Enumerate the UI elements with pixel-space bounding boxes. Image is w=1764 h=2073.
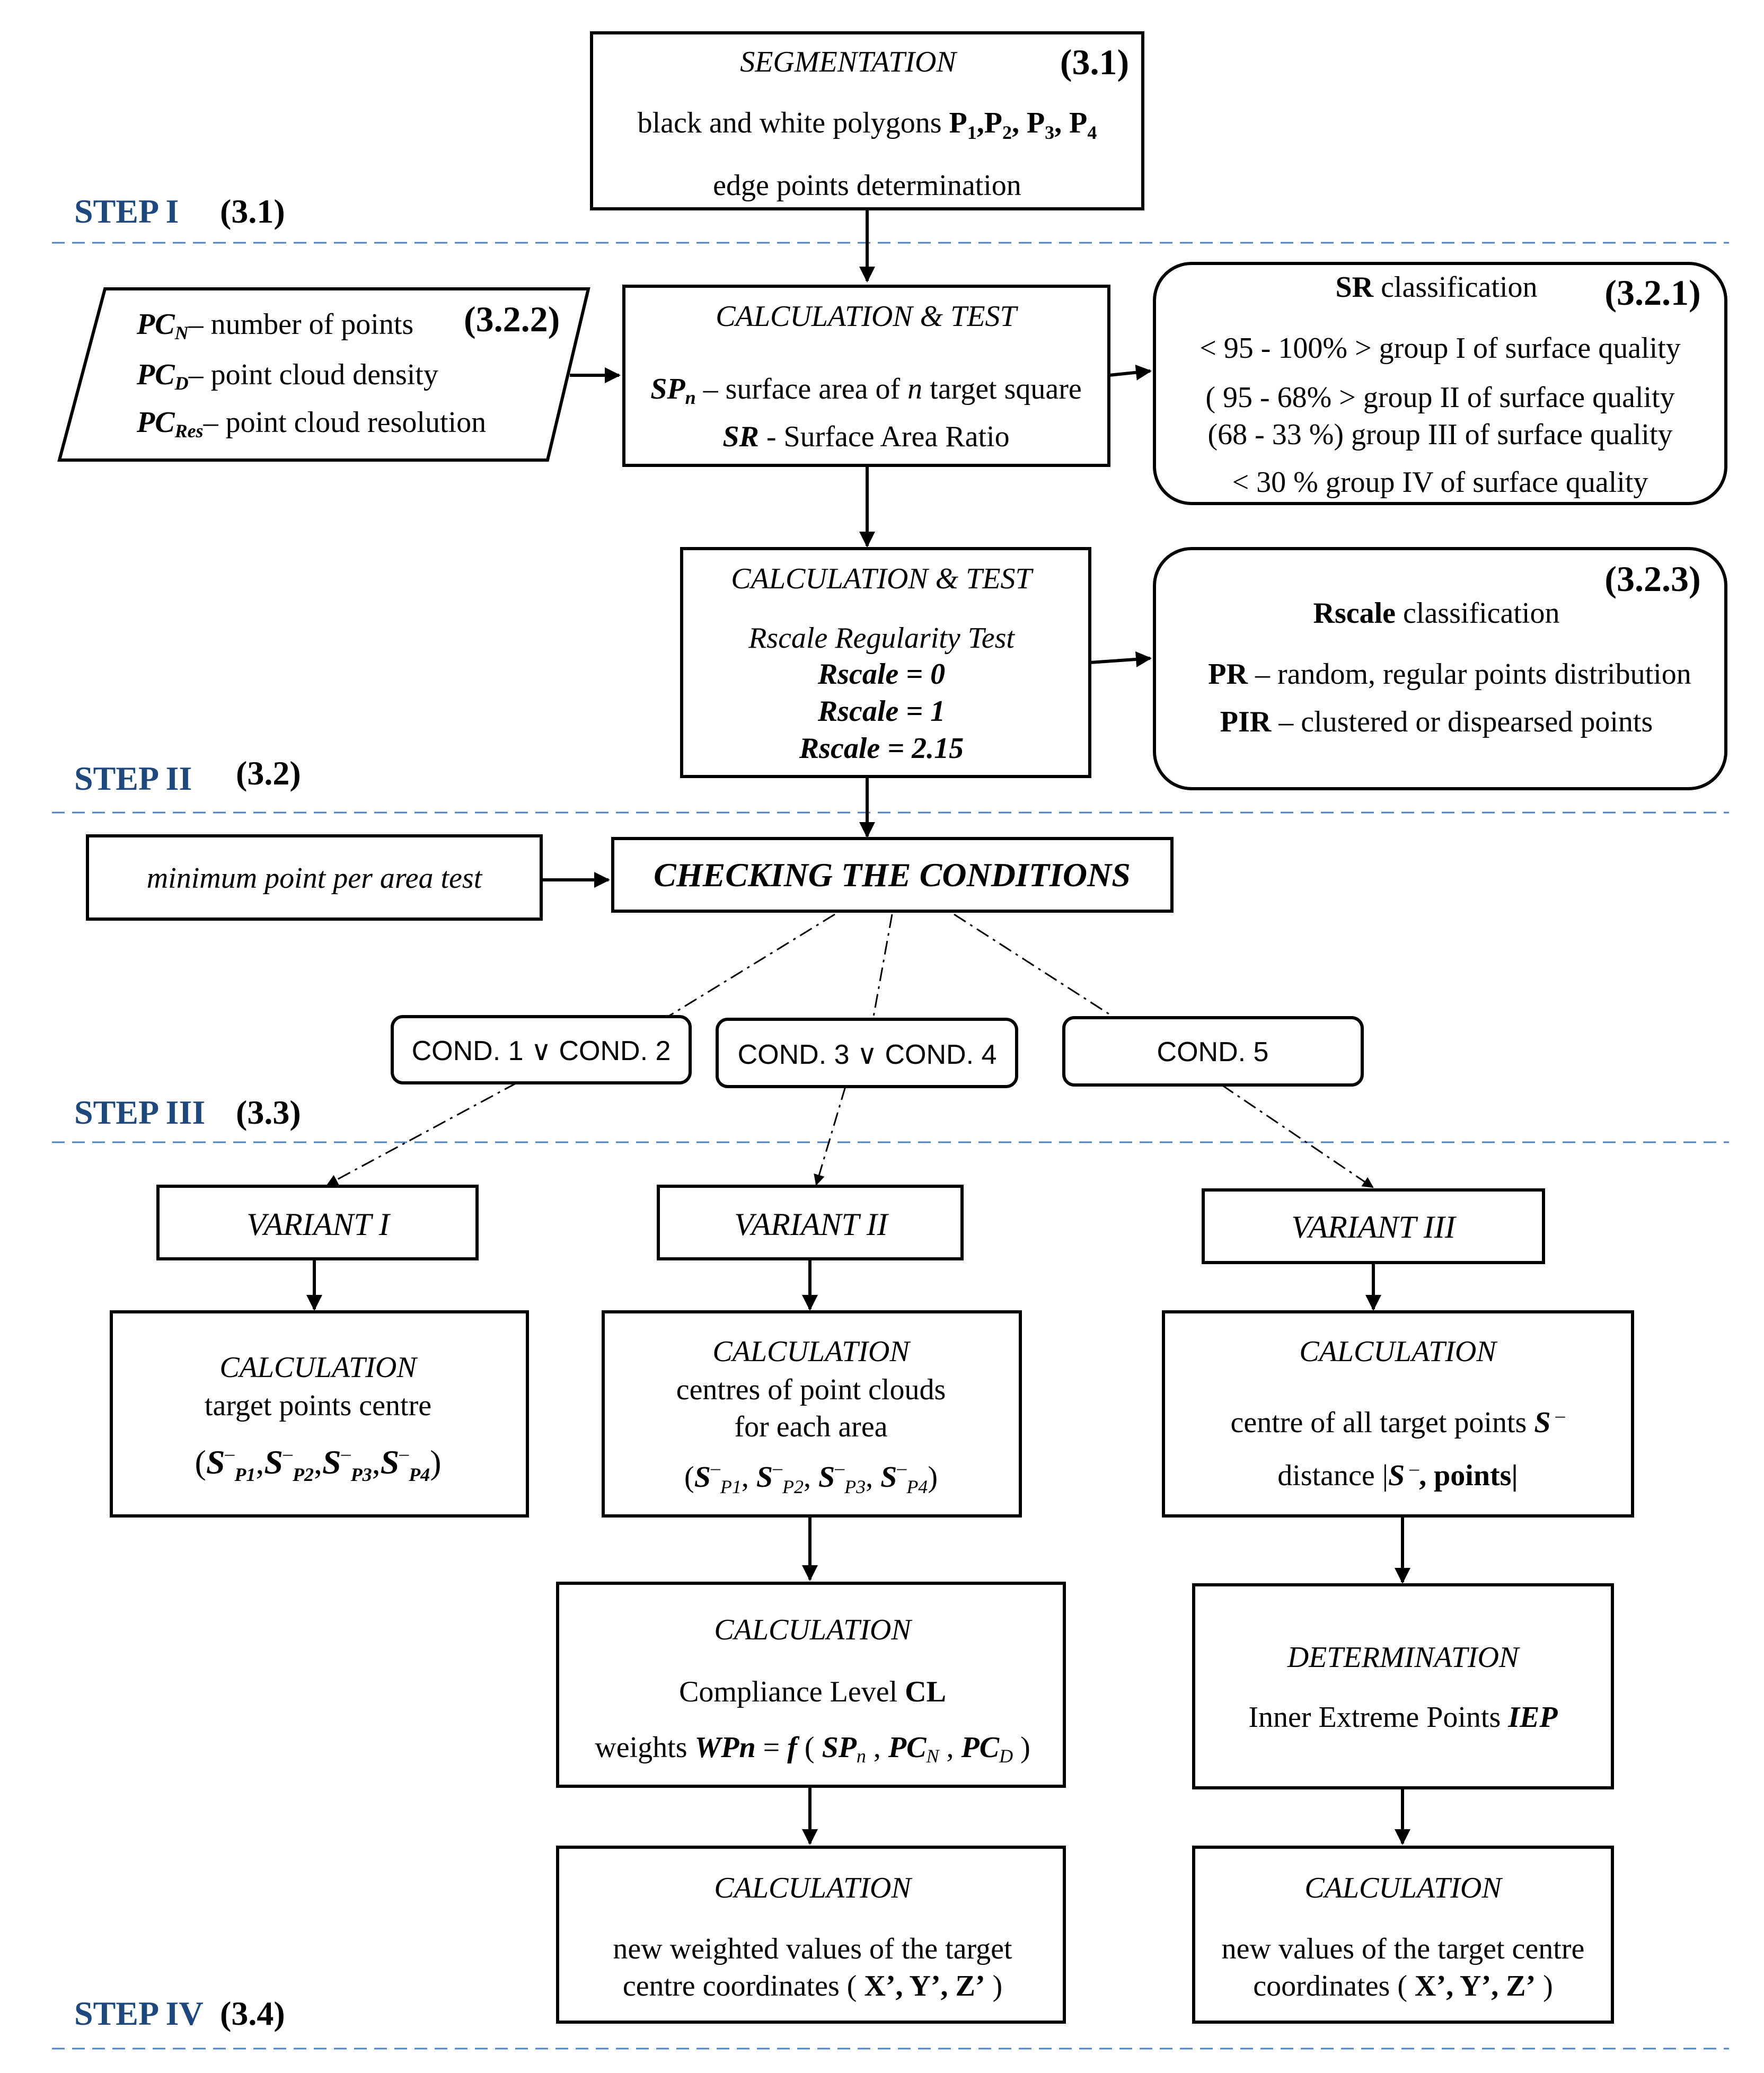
sr-classification-box: SR classification (3.2.1) < 95 - 100% > … — [1153, 262, 1727, 505]
v2-calc-line2: for each area — [734, 1410, 887, 1443]
segmentation-line2: edge points determination — [713, 169, 1021, 202]
rscale-class-title: Rscale classification — [1313, 597, 1560, 630]
v3-final-box: CALCULATION new values of the target cen… — [1192, 1846, 1614, 2024]
v3-final-title: CALCULATION — [1304, 1872, 1503, 1904]
condition-box-1: COND. 1 ∨ COND. 2 — [391, 1015, 692, 1084]
variant-label-3: VARIANT III — [1291, 1210, 1457, 1245]
calc-test-1-sp: SPn – surface area of n target square — [650, 373, 1082, 408]
v3-final-line2: coordinates ( X’, Y’, Z’ ) — [1253, 1970, 1553, 2003]
v3-final-line1: new values of the target centre — [1222, 1933, 1585, 1965]
variant-label-1: VARIANT I — [246, 1207, 391, 1242]
arrow-calc2-to-rscale — [1089, 651, 1152, 667]
variant-box-1: VARIANT I — [156, 1185, 479, 1260]
segmentation-title: SEGMENTATION — [740, 46, 957, 78]
v2-weights-line1: Compliance Level CL — [679, 1675, 946, 1708]
calc-test-2-subtitle: Rscale Regularity Test — [748, 622, 1015, 655]
v1-calc-title: CALCULATION — [219, 1351, 418, 1384]
link-checking-cond3 — [954, 913, 1114, 1018]
v2-weights-title: CALCULATION — [714, 1613, 912, 1646]
link-checking-cond1 — [667, 913, 835, 1018]
segmentation-ref: (3.1) — [1060, 42, 1129, 82]
calc-test-2-box: CALCULATION & TEST Rscale Regularity Tes… — [680, 547, 1091, 778]
condition-label-2: COND. 3 ∨ COND. 4 — [738, 1039, 997, 1070]
arrow-calc1-to-srclass — [1108, 364, 1152, 381]
condition-label-3: COND. 5 — [1157, 1037, 1269, 1068]
v3-determination-line: Inner Extreme Points IEP — [1248, 1701, 1558, 1734]
link-cond2-variant2 — [814, 1086, 846, 1186]
sr-class-row-4: < 30 % group IV of surface quality — [1232, 466, 1648, 499]
condition-box-2: COND. 3 ∨ COND. 4 — [716, 1018, 1018, 1088]
v2-final-box: CALCULATION new weighted values of the t… — [556, 1846, 1066, 2024]
rscale-row-1: Rscale = 0 — [817, 658, 945, 691]
variant-label-2: VARIANT II — [734, 1207, 889, 1242]
sr-class-ref: (3.2.1) — [1604, 272, 1700, 313]
v1-calc-line: target points centre — [205, 1389, 431, 1422]
condition-box-3: COND. 5 — [1062, 1016, 1364, 1087]
v2-final-line1: new weighted values of the target — [613, 1933, 1012, 1965]
input-pcd: PCD– point cloud density — [136, 358, 438, 394]
link-checking-cond2 — [872, 914, 893, 1017]
sr-class-title: SR classification — [1335, 271, 1537, 304]
calc-test-2-title: CALCULATION & TEST — [731, 562, 1034, 595]
checking-conditions-box: CHECKING THE CONDITIONS — [611, 837, 1174, 913]
input-pcn: PCN– number of points — [136, 308, 413, 343]
v3-calc-title: CALCULATION — [1299, 1335, 1497, 1368]
v2-calc-title: CALCULATION — [712, 1335, 911, 1368]
step3-ref: (3.3) — [236, 1093, 301, 1131]
rscale-class-pr: PR – random, regular points distribution — [1208, 658, 1691, 691]
step4-label: STEP IV — [74, 1995, 204, 2032]
v2-final-title: CALCULATION — [714, 1872, 912, 1904]
link-cond3-variant3 — [1221, 1084, 1374, 1188]
v2-final-line2: centre coordinates ( X’, Y’, Z’ ) — [623, 1970, 1002, 2003]
v1-calc-formula: (S–P1,S–P2,S–P3,S–P4) — [195, 1443, 442, 1485]
condition-label-1: COND. 1 ∨ COND. 2 — [412, 1036, 671, 1066]
step4-ref: (3.4) — [220, 1995, 285, 2032]
link-cond1-variant1 — [327, 1082, 517, 1186]
sr-class-row-1: < 95 - 100% > group I of surface quality — [1199, 332, 1681, 365]
rscale-row-2: Rscale = 1 — [817, 695, 945, 728]
step1-label: STEP I — [74, 192, 179, 230]
v2-calc-formula: (S–P1, S–P2, S–P3, S–P4) — [684, 1457, 938, 1497]
calc-test-1-sr: SR - Surface Area Ratio — [722, 420, 1009, 453]
rscale-class-pir: PIR – clustered or dispearsed points — [1220, 705, 1653, 738]
v3-calc-line1: centre of all target points S – — [1231, 1405, 1566, 1439]
min-point-test-box: minimum point per area test — [86, 834, 543, 921]
calc-test-1-title: CALCULATION & TEST — [716, 300, 1018, 333]
v1-calc-box: CALCULATION target points centre (S–P1,S… — [110, 1310, 529, 1518]
step2-ref: (3.2) — [236, 754, 301, 792]
rscale-classification-box: (3.2.3) Rscale classification PR – rando… — [1153, 547, 1727, 790]
variant-box-2: VARIANT II — [657, 1185, 964, 1260]
rscale-class-ref: (3.2.3) — [1604, 559, 1700, 599]
v2-calc-line1: centres of point clouds — [676, 1373, 946, 1406]
input-parameters-box: (3.2.2) PCN– number of points PCD– point… — [57, 287, 590, 462]
segmentation-box: SEGMENTATION (3.1) black and white polyg… — [590, 31, 1144, 210]
v2-weights-formula: weights WPn = f ( SPn , PCN , PCD ) — [595, 1731, 1030, 1767]
sr-class-row-3: (68 - 33 %) group III of surface quality — [1207, 418, 1672, 451]
v2-calc-box: CALCULATION centres of point clouds for … — [602, 1310, 1022, 1518]
step2-label: STEP II — [74, 760, 192, 797]
v3-calc-box: CALCULATION centre of all target points … — [1162, 1310, 1634, 1518]
step1-ref: (3.1) — [220, 192, 285, 230]
checking-label: CHECKING THE CONDITIONS — [654, 856, 1131, 894]
rscale-row-3: Rscale = 2.15 — [799, 732, 964, 765]
segmentation-line1: black and white polygons P1,P2, P3, P4 — [638, 107, 1097, 143]
v3-determination-box: DETERMINATION Inner Extreme Points IEP — [1192, 1583, 1614, 1789]
v2-weights-box: CALCULATION Compliance Level CL weights … — [556, 1582, 1066, 1788]
input-ref: (3.2.2) — [464, 299, 560, 339]
step3-label: STEP III — [74, 1093, 205, 1131]
v3-calc-line2: distance |S –, points| — [1277, 1458, 1518, 1492]
input-pcr: PCRes– point cloud resolution — [136, 406, 486, 442]
sr-class-row-2: ( 95 - 68% > group II of surface quality — [1205, 381, 1674, 414]
variant-box-3: VARIANT III — [1202, 1188, 1545, 1264]
v3-determination-title: DETERMINATION — [1287, 1641, 1520, 1674]
min-point-label: minimum point per area test — [147, 862, 483, 895]
calc-test-1-box: CALCULATION & TEST SPn – surface area of… — [622, 285, 1110, 467]
